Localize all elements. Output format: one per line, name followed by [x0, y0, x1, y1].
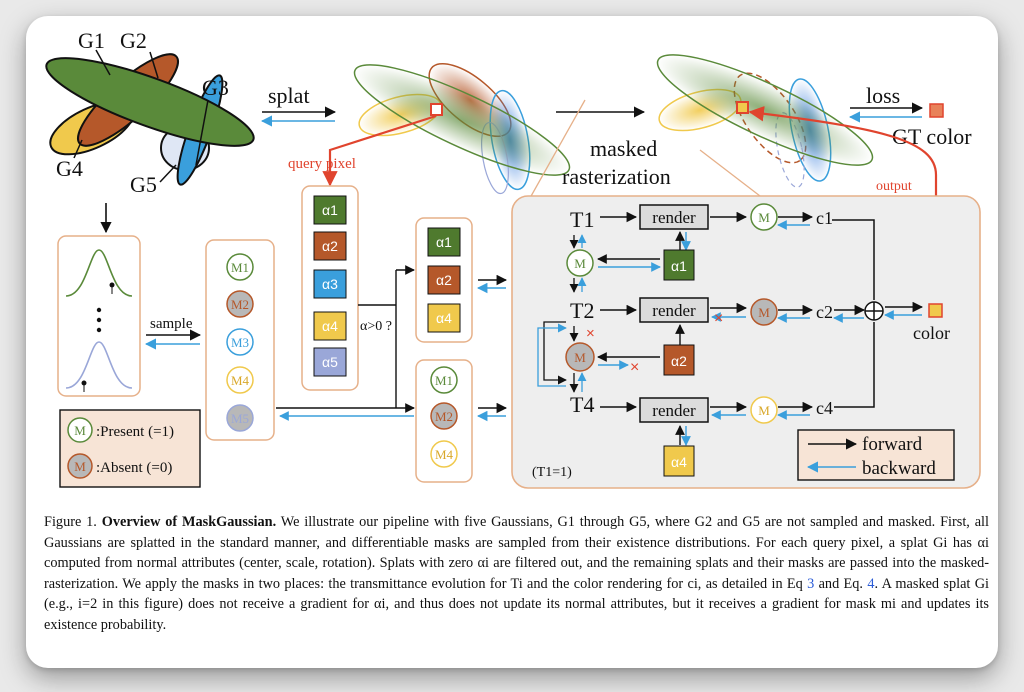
mask-m4: M4 [231, 373, 250, 388]
query-pixel-marker [430, 103, 443, 116]
distribution-box [57, 235, 141, 397]
filtered-alpha-1: α1 [436, 234, 452, 250]
gt-color-swatch [929, 103, 944, 118]
mask-m2: M2 [231, 297, 249, 312]
mask-m5: M5 [231, 411, 249, 426]
direction-legend [797, 429, 955, 481]
render-label-4: render [652, 401, 696, 420]
figure-caption: Figure 1. Overview of MaskGaussian. We i… [44, 512, 989, 636]
render-box-2 [639, 297, 709, 323]
alpha-3: α3 [322, 276, 338, 292]
svg-text:×: × [586, 325, 595, 342]
mask-m1: M1 [231, 260, 249, 275]
t2-label: T2 [570, 298, 594, 323]
caption-part-2: . A masked splat Gi (e.g., i=2 in this f… [44, 575, 989, 633]
c1-label: c1 [816, 208, 833, 228]
color-label: color [913, 323, 950, 343]
mask-list: M1 M2 M3 M4 M5 [226, 253, 254, 432]
render-box-4 [639, 397, 709, 423]
filtered-mask-m1: M1 [435, 373, 453, 388]
gaussians-3d: G1 G2 G3 G4 G5 [45, 28, 255, 197]
gt-color-label: GT color [892, 124, 972, 149]
label-g1: G1 [78, 28, 105, 53]
raster-alpha-4: α4 [671, 454, 687, 470]
raster-alpha-1: α1 [671, 258, 687, 274]
svg-text:M: M [574, 350, 586, 365]
forward-label: forward [862, 434, 923, 455]
masked-rasterization-box [511, 195, 981, 489]
t4-label: T4 [570, 392, 594, 417]
filtered-alpha-4: α4 [436, 310, 452, 326]
rasterization-label: rasterization [562, 164, 671, 189]
label-g3: G3 [202, 75, 229, 100]
sample-label: sample [150, 316, 193, 332]
figure-title: Overview of MaskGaussian. [101, 514, 277, 530]
alpha-4: α4 [322, 318, 338, 334]
svg-text:M: M [74, 459, 86, 474]
svg-text:×: × [714, 310, 723, 327]
svg-text:M: M [574, 256, 586, 271]
caption-and-eq: and Eq. [818, 575, 863, 592]
svg-text:M: M [74, 423, 86, 438]
render-label-2: render [652, 301, 696, 320]
alpha-filter-label: α>0 ? [360, 319, 392, 334]
backward-label: backward [862, 458, 936, 479]
splat-label: splat [268, 83, 310, 108]
label-g4: G4 [56, 156, 83, 181]
alpha-list: α1 α2 α3 α4 α5 [313, 195, 347, 377]
splats-masked [656, 54, 874, 188]
render-box-1 [639, 204, 709, 230]
mask-m3: M3 [231, 335, 249, 350]
splats-2d [353, 62, 571, 195]
svg-text:M: M [758, 210, 770, 225]
caption-part-1: We illustrate our pipeline with five Gau… [44, 514, 989, 592]
alpha-1: α1 [322, 202, 338, 218]
pipeline-diagram: G1 G2 G3 G4 G5 splat query pixel loss GT… [45, 28, 981, 489]
label-g5: G5 [130, 172, 157, 197]
masked-pixel-marker [736, 101, 749, 114]
filtered-mask-m4: M4 [435, 447, 454, 462]
gaussian-g1 [45, 57, 255, 147]
raster-alpha-2: α2 [671, 353, 687, 369]
svg-text:×: × [630, 359, 639, 376]
figure-number: Figure 1. [44, 514, 97, 530]
filtered-mask-m2: M2 [435, 409, 453, 424]
filtered-alpha-2: α2 [436, 272, 452, 288]
query-pixel-label: query pixel [288, 156, 356, 172]
legend-absent: :Absent (=0) [96, 460, 172, 476]
t1-label: T1 [570, 207, 594, 232]
eq-ref-3[interactable]: 3 [807, 575, 815, 592]
c4-label: c4 [816, 398, 833, 418]
alpha-2: α2 [322, 238, 338, 254]
label-g2: G2 [120, 28, 147, 53]
eq-ref-4[interactable]: 4 [867, 575, 875, 592]
legend-present: :Present (=1) [96, 424, 174, 440]
alpha-5: α5 [322, 354, 338, 370]
loss-label: loss [866, 83, 900, 108]
masked-label: masked [590, 136, 657, 161]
output-label: output [876, 179, 912, 194]
figure-card: G1 G2 G3 G4 G5 splat query pixel loss GT… [26, 16, 998, 668]
output-color-swatch [928, 303, 943, 318]
t1-note: (T1=1) [532, 465, 572, 480]
svg-text:M: M [758, 305, 770, 320]
svg-text:M: M [758, 403, 770, 418]
c2-label: c2 [816, 302, 833, 322]
render-label-1: render [652, 208, 696, 227]
